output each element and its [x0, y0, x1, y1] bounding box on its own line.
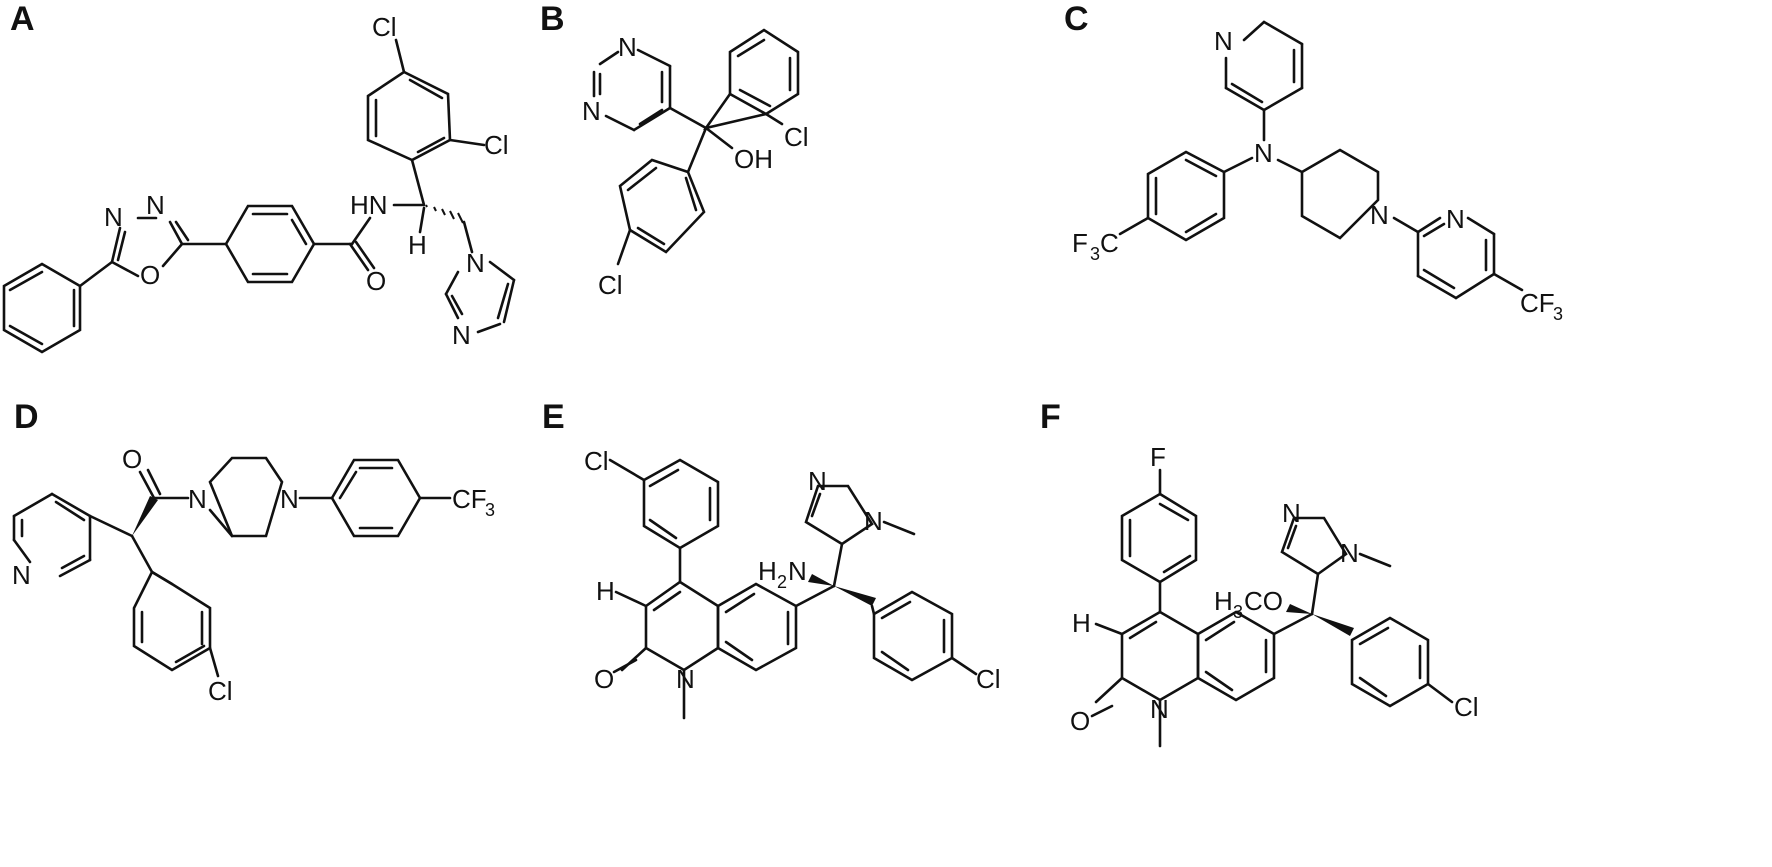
subscript: 3 — [1090, 244, 1100, 264]
atom-nh: HN — [350, 190, 388, 220]
atom-n: N — [1282, 498, 1301, 528]
atom-cf: CF — [1520, 288, 1555, 318]
nh2-group: H 2 N — [758, 556, 807, 592]
atom-h: H — [408, 230, 427, 260]
atom-h: H — [1214, 586, 1233, 616]
atom-n: N — [864, 506, 883, 536]
atom-n: N — [1150, 694, 1169, 724]
atom-cl: Cl — [598, 270, 623, 300]
atom-n: N — [808, 466, 827, 496]
atom-n: N — [280, 484, 299, 514]
cf3-group-left: F 3 C — [1072, 228, 1119, 264]
atom-h: H — [758, 556, 777, 586]
atom-o: O — [122, 444, 142, 474]
atom-n: N — [466, 248, 485, 278]
atom-cl: Cl — [208, 676, 233, 706]
panel-label-e: E — [542, 398, 565, 436]
atom-n: N — [1254, 138, 1273, 168]
panel-c: C N N N N — [1064, 0, 1563, 324]
panel-label-a: A — [10, 0, 35, 38]
panel-label-f: F — [1040, 398, 1061, 436]
atom-n: N — [12, 560, 31, 590]
atom-n: N — [104, 202, 123, 232]
panel-d: D O N N — [12, 398, 495, 706]
panel-label-c: C — [1064, 0, 1089, 38]
atom-o: O — [1070, 706, 1090, 736]
atom-h: H — [596, 576, 615, 606]
atom-n: N — [618, 32, 637, 62]
subscript: 3 — [1233, 602, 1243, 622]
atom-n: N — [788, 556, 807, 586]
panel-e: E Cl H — [542, 398, 1001, 720]
atom-cf: CF — [452, 484, 487, 514]
atom-n: N — [452, 320, 471, 350]
atom-f: F — [1072, 228, 1088, 258]
atom-cl: Cl — [584, 446, 609, 476]
panel-a: A — [2, 0, 516, 354]
atom-n: N — [1214, 26, 1233, 56]
subscript: 2 — [777, 572, 787, 592]
subscript: 3 — [485, 500, 495, 520]
atom-n: N — [188, 484, 207, 514]
subscript: 3 — [1553, 304, 1563, 324]
panel-label-d: D — [14, 398, 39, 436]
atom-n: N — [1340, 538, 1359, 568]
atom-cl: Cl — [784, 122, 809, 152]
atom-n: N — [1370, 200, 1389, 230]
atom-n: N — [676, 664, 695, 694]
cf3-group: CF 3 — [452, 484, 495, 520]
atom-h: H — [1072, 608, 1091, 638]
atom-o: O — [366, 266, 386, 296]
atom-cl: Cl — [484, 130, 509, 160]
atom-n: N — [146, 190, 165, 220]
atom-f: F — [1150, 442, 1166, 472]
atom-cl: Cl — [1454, 692, 1479, 722]
atom-n: N — [582, 96, 601, 126]
panel-label-b: B — [540, 0, 565, 38]
atom-cl: Cl — [976, 664, 1001, 694]
panel-b: B N N OH Cl Cl — [540, 0, 809, 300]
panel-f: F F H O N — [1040, 398, 1479, 748]
atom-oh: OH — [734, 144, 773, 174]
atom-c: C — [1100, 228, 1119, 258]
cf3-group-right: CF 3 — [1520, 288, 1563, 324]
methoxy-group: H 3 CO — [1214, 586, 1283, 622]
atom-co: CO — [1244, 586, 1283, 616]
atom-o: O — [140, 260, 160, 290]
atom-cl: Cl — [372, 12, 397, 42]
atom-o: O — [594, 664, 614, 694]
atom-n: N — [1446, 204, 1465, 234]
